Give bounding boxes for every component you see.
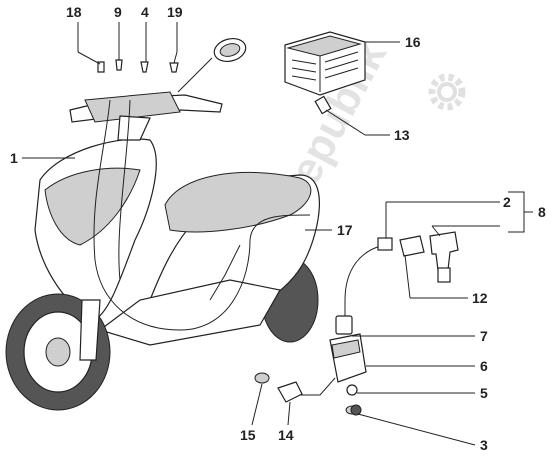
callout-3: 3 [480, 437, 488, 453]
callout-18: 18 [66, 4, 82, 20]
callout-15: 15 [240, 427, 256, 443]
wiring-branch [118, 99, 131, 281]
ht-lead [344, 231, 459, 318]
callout-5: 5 [480, 385, 488, 401]
callout-6: 6 [480, 358, 488, 374]
callout-7: 7 [480, 328, 488, 344]
bulb-18 [97, 61, 105, 73]
callout-14: 14 [278, 427, 294, 443]
coil-boot-7 [335, 315, 353, 335]
callouts: 18 9 4 19 16 1 13 17 2 8 12 7 6 5 3 15 1… [10, 4, 546, 453]
spark-plug-cap [429, 231, 459, 271]
front-hub [45, 337, 71, 367]
front-grille [44, 167, 141, 246]
floorboard [98, 279, 281, 346]
wiring-branch-rear [209, 244, 241, 301]
lead-end [399, 235, 425, 257]
mirror-stem [177, 57, 213, 93]
steering-column [117, 115, 151, 141]
callout-13: 13 [394, 127, 410, 143]
ignition-coil [300, 315, 367, 416]
callout-12: 12 [472, 290, 488, 306]
bulb-parts [97, 59, 179, 73]
scooter [5, 37, 321, 411]
spark-plug [437, 267, 451, 283]
fuse-13 [314, 95, 332, 115]
callout-1: 1 [10, 150, 18, 166]
callout-9: 9 [114, 4, 122, 20]
gear-icon [428, 73, 466, 111]
main-wiring-harness [93, 99, 311, 331]
coil-nut-5 [346, 384, 358, 396]
callout-4: 4 [141, 4, 149, 20]
washer-15 [254, 372, 270, 384]
leader-lines [22, 22, 533, 446]
connector-14 [277, 381, 303, 403]
screw-3 [350, 404, 362, 416]
callout-8: 8 [538, 204, 546, 220]
callout-17: 17 [337, 222, 353, 238]
bulb-4 [140, 61, 149, 73]
callout-19: 19 [167, 4, 183, 20]
front-fork [79, 299, 101, 361]
mirror-glass [219, 43, 241, 57]
bulb-19 [169, 62, 179, 73]
callout-16: 16 [405, 34, 421, 50]
bulb-9 [115, 59, 123, 71]
lead-connector [377, 237, 393, 251]
voltage-regulator [284, 31, 366, 115]
callout-2: 2 [503, 194, 511, 210]
connector-parts [254, 372, 303, 403]
